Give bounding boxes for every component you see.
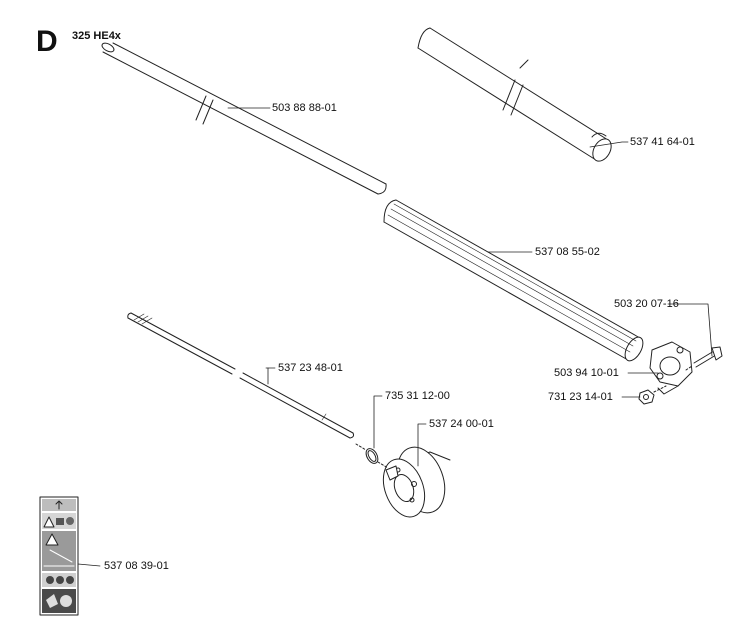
drive-shaft [127, 312, 355, 439]
tube-clamp [649, 341, 693, 395]
grip-tube [383, 199, 644, 362]
part-label-503-88-88-01: 503 88 88-01 [272, 102, 337, 114]
tube-end [417, 27, 612, 162]
leader-lines [77, 107, 713, 567]
part-label-537-08-39-01: 537 08 39-01 [104, 560, 169, 572]
part-label-735-31-12-00: 735 31 12-00 [385, 390, 450, 402]
clamp-screw [685, 346, 723, 371]
clutch-drum [377, 446, 451, 518]
part-label-731-23-14-01: 731 23 14-01 [548, 391, 613, 403]
model-name: 325 HE4x [72, 30, 121, 42]
part-label-537-24-00-01: 537 24 00-01 [429, 418, 494, 430]
part-label-503-94-10-01: 503 94 10-01 [554, 367, 619, 379]
part-label-537-08-55-02: 537 08 55-02 [535, 246, 600, 258]
section-letter: D [36, 25, 58, 58]
part-label-503-20-07-16: 503 20 07-16 [614, 298, 679, 310]
upper-shaft-tube [101, 42, 387, 195]
clamp-nut [638, 385, 667, 405]
part-label-537-23-48-01: 537 23 48-01 [278, 362, 343, 374]
retaining-ring [355, 443, 379, 464]
safety-decal [39, 496, 79, 616]
part-label-537-41-64-01: 537 41 64-01 [630, 136, 695, 148]
